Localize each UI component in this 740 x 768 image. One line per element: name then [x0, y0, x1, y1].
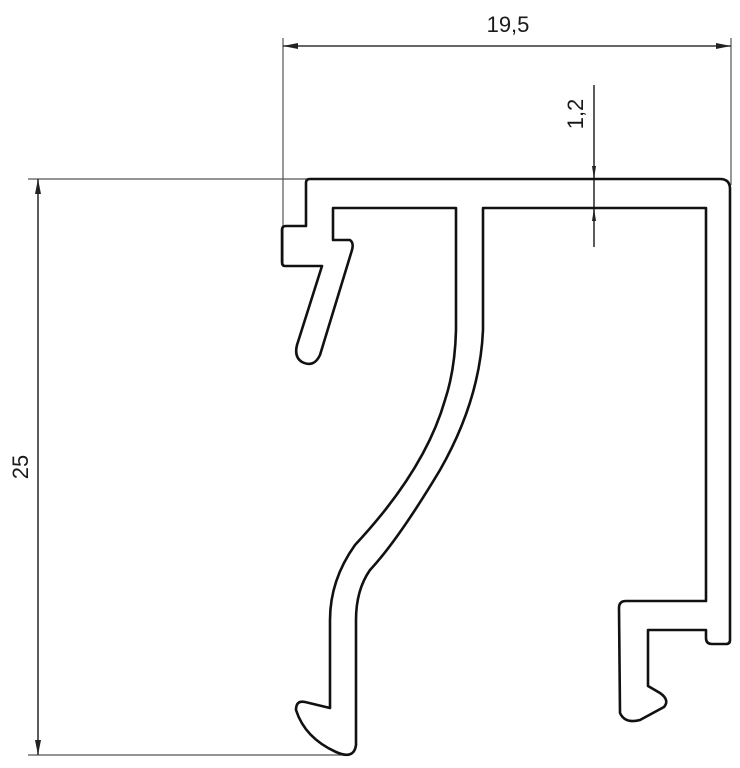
profile-outer-contour	[280, 177, 732, 757]
width-label: 19,5	[487, 12, 530, 37]
height-dimension: 25	[8, 178, 345, 756]
thickness-dimension: 1,2	[563, 85, 596, 247]
arrow-right-icon	[716, 43, 731, 49]
arrow-down-icon	[35, 740, 41, 755]
arrow-up-icon	[592, 208, 596, 221]
arrow-down-icon	[592, 166, 596, 179]
thickness-label: 1,2	[563, 99, 588, 130]
height-label: 25	[8, 455, 33, 479]
width-dimension: 19,5	[282, 12, 732, 265]
arrow-up-icon	[35, 179, 41, 194]
arrow-left-icon	[283, 43, 298, 49]
